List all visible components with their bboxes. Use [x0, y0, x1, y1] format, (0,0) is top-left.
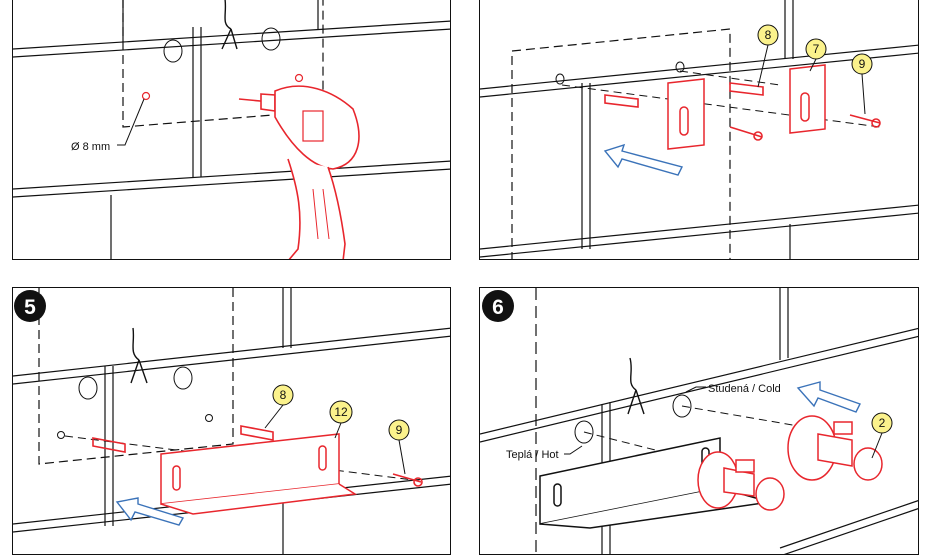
tile-grid — [13, 288, 450, 554]
hole-hot — [574, 420, 594, 444]
bracket-icon — [667, 64, 826, 150]
direction-arrow-icon — [796, 381, 861, 413]
tile-grid — [480, 288, 918, 554]
cold-label: Studená / Cold — [708, 383, 781, 395]
wire-icon — [130, 327, 148, 384]
dashed-outline — [38, 288, 234, 465]
dowel-icon — [604, 82, 881, 141]
hole-left — [555, 73, 565, 85]
hole-right — [173, 366, 193, 390]
svg-text:8: 8 — [280, 388, 287, 402]
svg-text:8: 8 — [765, 28, 772, 42]
dashed-outline — [511, 28, 731, 259]
callout-2: 2 — [871, 412, 893, 459]
panel-drill: Ø 8 mm — [12, 0, 451, 260]
wire-icon — [221, 0, 238, 50]
callout-8: 8 — [264, 384, 294, 429]
panel-step-6: Studená / Cold Teplá / Hot 6 2 — [479, 287, 919, 555]
hole-right — [261, 27, 281, 51]
tile-grid — [13, 0, 450, 259]
hole-left — [78, 376, 98, 400]
tile-grid — [480, 0, 918, 259]
drill-illustration: Ø 8 mm — [13, 0, 450, 259]
svg-text:5: 5 — [24, 296, 36, 319]
wire-icon — [627, 357, 645, 415]
valve-icon — [697, 415, 883, 511]
panel-step-5: 5 8 12 9 — [12, 287, 451, 555]
direction-arrow-icon — [115, 497, 185, 526]
svg-text:6: 6 — [492, 296, 504, 319]
mark-right — [294, 73, 304, 83]
step-6-badge: 6 — [482, 290, 514, 322]
callout-12: 12 — [329, 400, 353, 439]
valve-illustration: Studená / Cold Teplá / Hot 6 2 — [480, 288, 918, 554]
callout-7: 7 — [805, 38, 827, 72]
shelf-illustration: 5 8 12 9 — [13, 288, 450, 554]
diameter-label: Ø 8 mm — [71, 141, 110, 153]
shelf-icon — [160, 433, 358, 515]
svg-text:9: 9 — [396, 423, 403, 437]
hole-right — [675, 61, 685, 73]
callout-9: 9 — [851, 53, 873, 115]
step-5-badge: 5 — [14, 290, 46, 322]
callout-9: 9 — [388, 419, 410, 475]
svg-text:7: 7 — [813, 42, 820, 56]
panel-brackets: 8 7 9 — [479, 0, 919, 260]
bracket-illustration: 8 7 9 — [480, 0, 918, 259]
dashed-outline — [122, 0, 324, 128]
hot-label: Teplá / Hot — [506, 449, 559, 461]
hole-cold — [672, 394, 692, 418]
svg-text:12: 12 — [334, 405, 348, 419]
direction-arrow-icon — [603, 143, 684, 176]
mark-left — [141, 91, 151, 101]
svg-text:9: 9 — [859, 57, 866, 71]
callout-8: 8 — [757, 24, 779, 88]
svg-text:2: 2 — [879, 416, 886, 430]
drill-icon — [238, 85, 360, 259]
hole-left — [163, 39, 183, 63]
